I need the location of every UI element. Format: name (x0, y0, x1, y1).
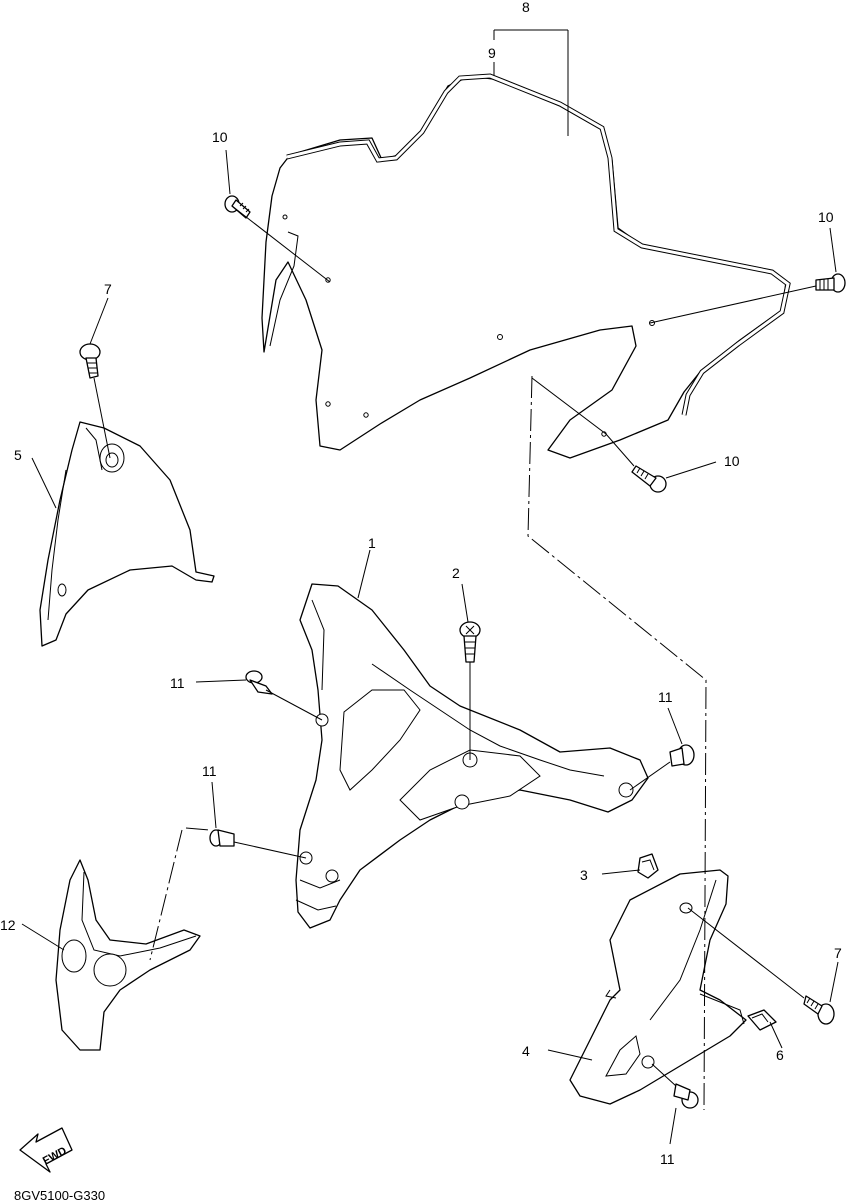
callout-10-bottom: 10 (724, 453, 740, 469)
callout-9: 9 (488, 45, 496, 61)
screw-10-right (815, 273, 846, 293)
callout-leaders (21, 29, 839, 1145)
collar-11-lower-left (209, 829, 235, 847)
fwd-arrow: FWD (19, 1127, 73, 1173)
callout-10-right: 10 (818, 209, 834, 225)
collar-11-right (669, 744, 695, 767)
nut-6 (747, 1009, 777, 1031)
windshield (261, 75, 787, 459)
callout-7-upper: 7 (104, 281, 112, 297)
screw-7-lower (803, 995, 835, 1025)
side-panel-12 (55, 859, 201, 1051)
callout-11-left: 11 (170, 675, 185, 691)
diagram-code: 8GV5100-G330 (14, 1188, 105, 1203)
collar-11-left (245, 670, 273, 695)
assembly-lines (93, 205, 817, 1111)
callout-7-lower: 7 (834, 945, 842, 961)
callout-8: 8 (522, 0, 530, 15)
callout-11-lower-left: 11 (202, 763, 217, 779)
windshield-molding (286, 73, 791, 416)
nut-3 (637, 853, 659, 879)
callout-11-right: 11 (658, 689, 673, 705)
callout-2: 2 (452, 565, 460, 581)
inner-panel-5 (39, 421, 215, 647)
screw-10-bottom (631, 465, 667, 493)
screw-7-upper (79, 343, 101, 379)
side-panel-4 (569, 869, 747, 1105)
callout-labels: 1 2 3 4 5 6 7 7 8 9 10 10 10 11 11 11 11… (0, 0, 842, 1167)
front-cowling (295, 583, 649, 929)
callout-12: 12 (0, 917, 16, 933)
callout-10-left: 10 (212, 129, 228, 145)
callout-11-lower-right: 11 (660, 1151, 675, 1167)
screw-10-left (224, 195, 251, 219)
screw-2 (459, 621, 481, 663)
callout-3: 3 (580, 867, 588, 883)
callout-4: 4 (522, 1043, 530, 1059)
collar-11-lower-right (673, 1083, 699, 1109)
callout-1: 1 (368, 535, 376, 551)
callout-5: 5 (14, 447, 22, 463)
callout-6: 6 (776, 1047, 784, 1063)
